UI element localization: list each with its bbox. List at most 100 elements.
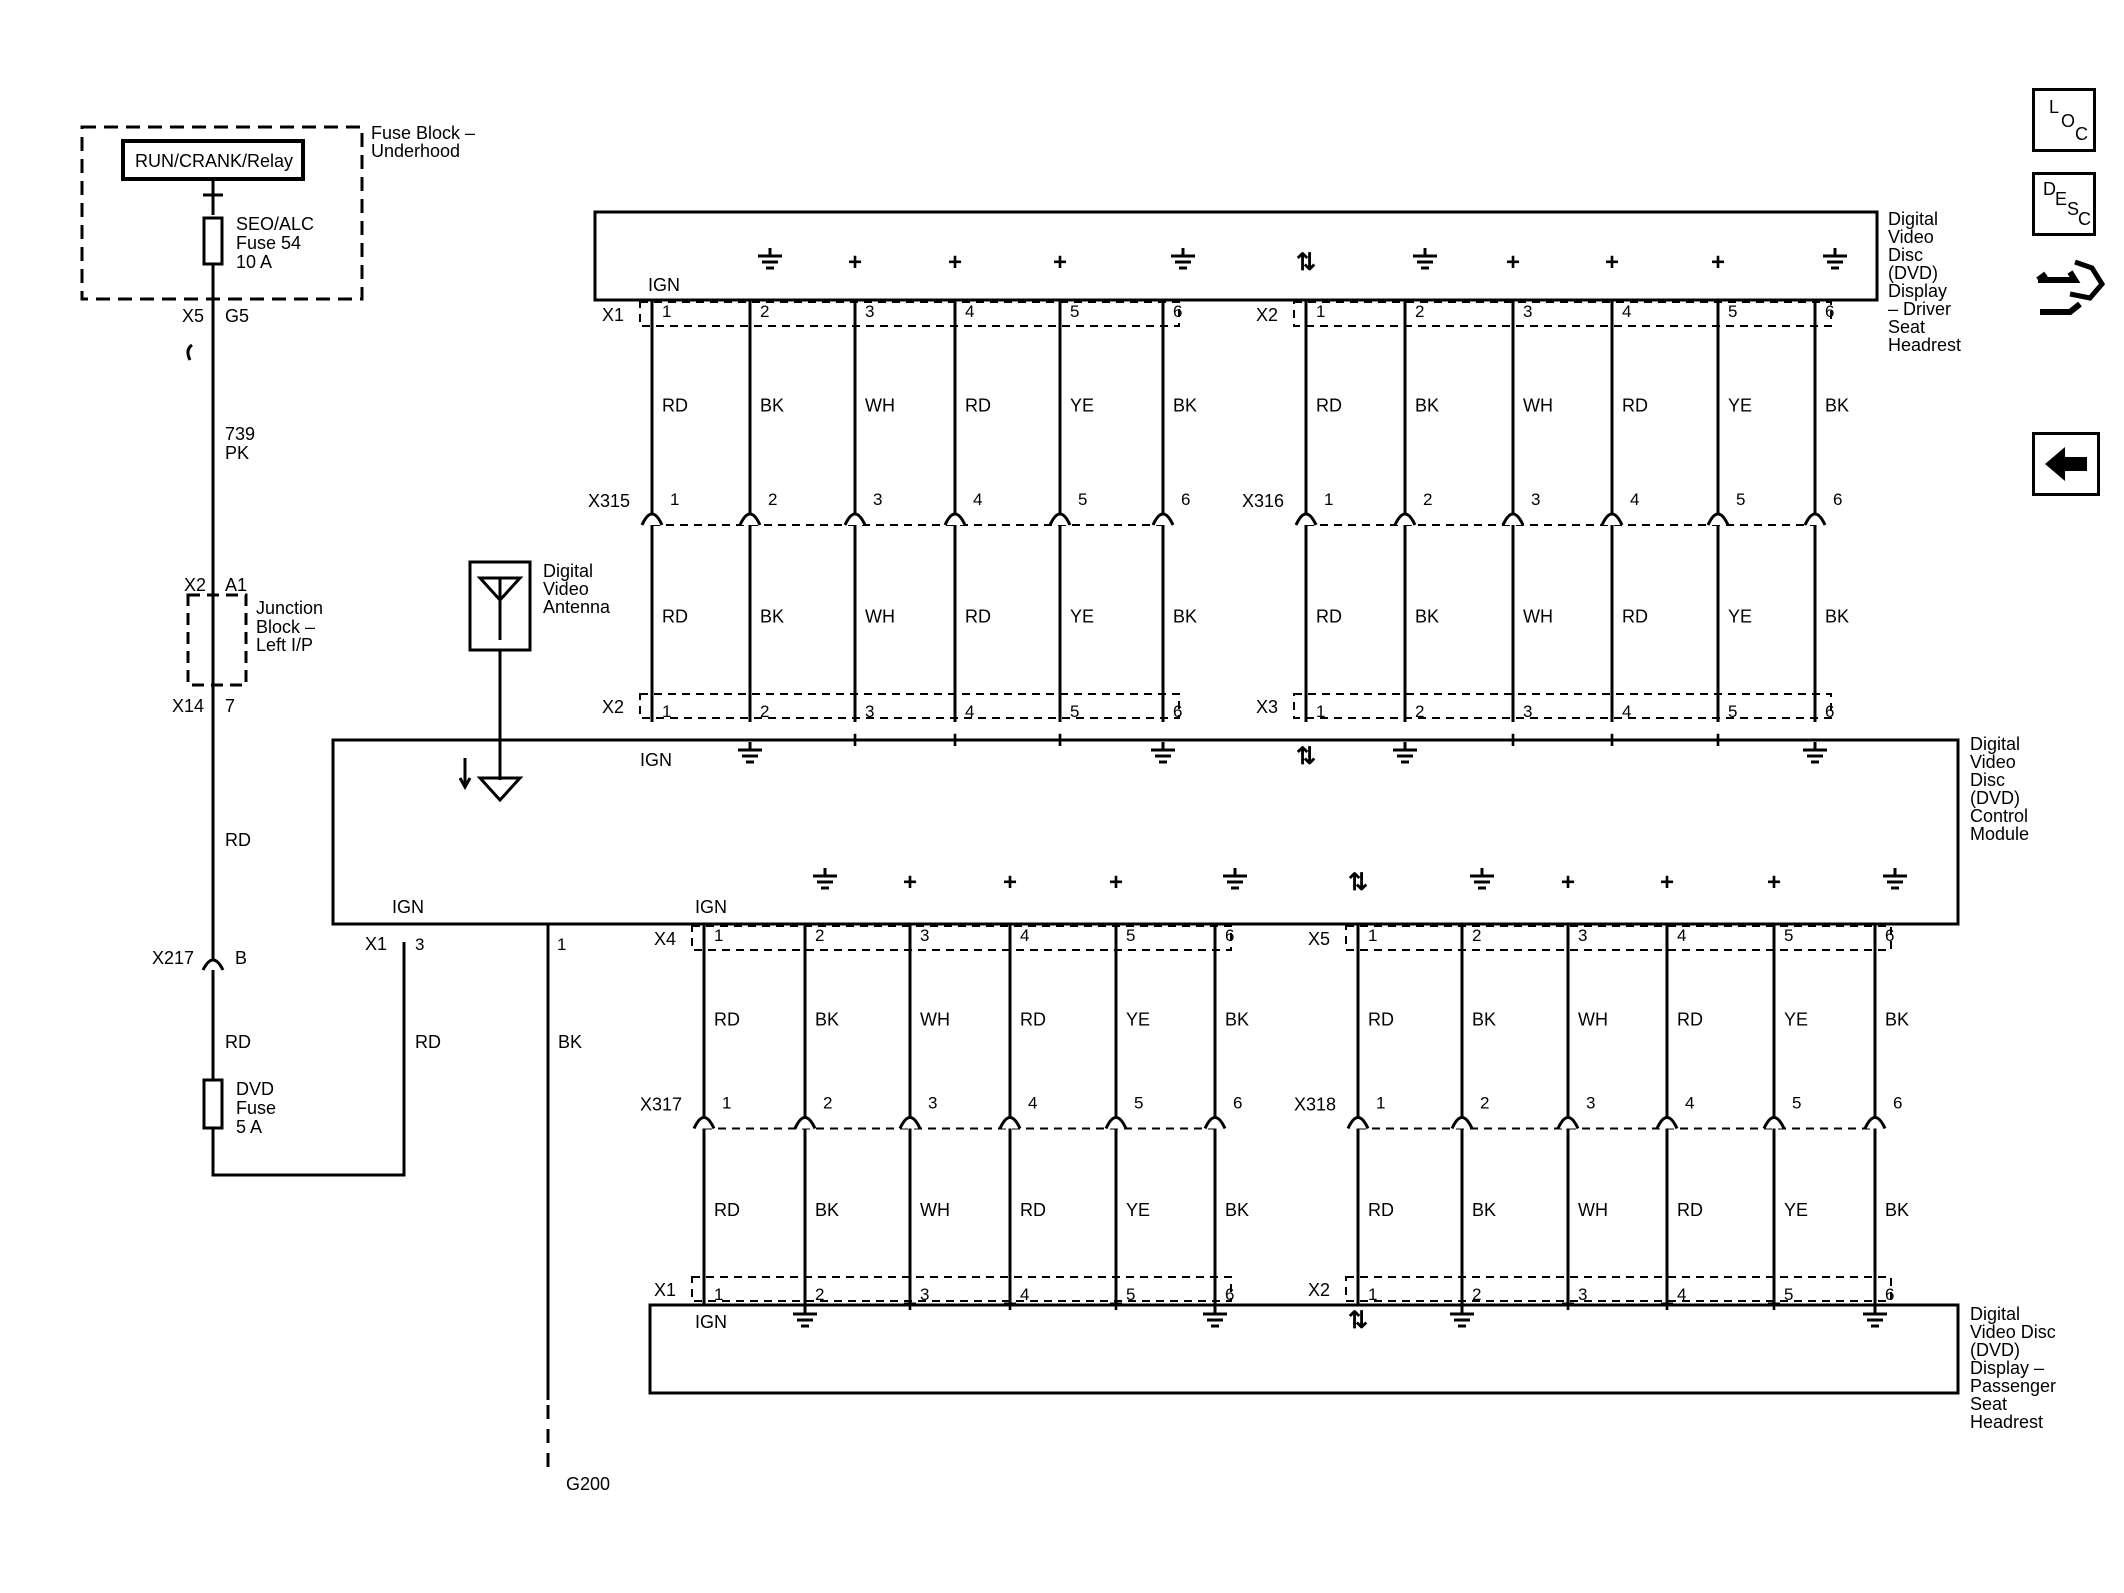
pin-inline-lower-a-1: 1 <box>722 1094 731 1113</box>
ground-sym-bot-lower-a-2 <box>793 1306 817 1328</box>
wire-color-upper-lower-a-4: RD <box>1020 1009 1046 1029</box>
driver-ign: IGN <box>648 275 680 295</box>
ground-sym-bot-upper-b-2 <box>1393 742 1417 764</box>
pin-top-lower-b-5: 5 <box>1784 926 1793 945</box>
plus-sym-top-upper-b-3: + <box>1506 249 1520 276</box>
pin-top-lower-a-6: 6 <box>1225 926 1234 945</box>
arrow-sym-top-upper-b: ⇅ <box>1296 249 1316 276</box>
plus-sym-bot-lower-b-3: + <box>1561 1291 1575 1318</box>
inline-terminal-upper-a-3 <box>843 512 867 526</box>
wire-color-lower-lower-a-5: YE <box>1126 1200 1150 1220</box>
inline-terminal-upper-a-1 <box>640 512 664 526</box>
pin-inline-upper-b-5: 5 <box>1736 490 1745 509</box>
cm-ign-x4: IGN <box>695 897 727 917</box>
desc-button[interactable]: D E S C <box>2032 172 2096 236</box>
connector-tools-icon[interactable] <box>2030 250 2110 330</box>
inline-terminal-upper-b-1 <box>1294 512 1318 526</box>
plus-sym-bot-upper-a-4: + <box>948 727 962 754</box>
ground-sym-top-lower-b-2 <box>1470 868 1494 890</box>
desc-letter-c: C <box>2078 209 2091 229</box>
pin-bot-upper-b-4: 4 <box>1622 702 1631 721</box>
pin-inline-upper-a-5: 5 <box>1078 490 1087 509</box>
fuse-block-title-1: Fuse Block – <box>371 123 475 143</box>
conn-bar-top-lower-b <box>1345 925 1892 951</box>
pin-bot-lower-b-3: 3 <box>1578 1285 1587 1304</box>
wire-color-upper-upper-a-4: RD <box>965 396 991 416</box>
control-module-label-4: (DVD) <box>1970 788 2020 808</box>
inline-terminal-lower-a-1 <box>692 1116 716 1130</box>
pin-top-upper-b-5: 5 <box>1728 302 1737 321</box>
wire-color-upper-upper-b-2: BK <box>1415 396 1439 416</box>
pin-bot-lower-a-4: 4 <box>1020 1285 1029 1304</box>
plus-sym-top-upper-a-4: + <box>948 249 962 276</box>
relay-label: RUN/CRANK/Relay <box>135 151 293 171</box>
pin-bot-lower-b-2: 2 <box>1472 1285 1481 1304</box>
inline-terminal-upper-b-3 <box>1501 512 1525 526</box>
pin-bot-lower-a-6: 6 <box>1225 1285 1234 1304</box>
wire-color-upper-lower-b-2: BK <box>1472 1009 1496 1029</box>
wire-color-upper-lower-a-5: YE <box>1126 1009 1150 1029</box>
loc-letter-o: O <box>2061 111 2076 131</box>
back-button[interactable] <box>2032 432 2100 496</box>
loc-button[interactable]: L O C <box>2032 88 2096 152</box>
cm-x1-rd: RD <box>415 1032 441 1052</box>
wire-color-lower-lower-a-6: BK <box>1225 1200 1249 1220</box>
fuse-54-label-1: SEO/ALC <box>236 214 314 234</box>
plus-sym-top-lower-a-3: + <box>903 869 917 896</box>
wire-color-lower-lower-b-2: BK <box>1472 1200 1496 1220</box>
ground-sym-top-upper-b-2 <box>1413 248 1437 270</box>
wire-color-upper-lower-b-1: RD <box>1368 1009 1394 1029</box>
circuit-739: 739 <box>225 424 255 444</box>
driver-display-label-3: Disc <box>1888 245 1923 265</box>
pin-inline-lower-b-4: 4 <box>1685 1094 1694 1113</box>
x217-conn: X217 <box>152 948 194 968</box>
pin-top-upper-a-5: 5 <box>1070 302 1079 321</box>
fuse-block-title-2: Underhood <box>371 141 460 161</box>
conn-label-top-upper-b: X2 <box>1256 305 1278 325</box>
pin-top-upper-b-3: 3 <box>1523 302 1532 321</box>
pin-inline-lower-a-5: 5 <box>1134 1094 1143 1113</box>
wire-color-lower-upper-b-2: BK <box>1415 607 1439 627</box>
jb-title-1: Junction <box>256 598 323 618</box>
plus-sym-bot-upper-a-3: + <box>848 727 862 754</box>
conn-label-bot-lower-b: X2 <box>1308 1280 1330 1300</box>
fuse-54-label-2: Fuse 54 <box>236 233 301 253</box>
passenger-ign: IGN <box>695 1312 727 1332</box>
wire-color-lower-upper-a-2: BK <box>760 607 784 627</box>
pin-bot-upper-b-3: 3 <box>1523 702 1532 721</box>
pin-inline-upper-a-1: 1 <box>670 490 679 509</box>
pin-top-upper-b-4: 4 <box>1622 302 1631 321</box>
fuse-54-label-3: 10 A <box>236 252 272 272</box>
dvd-fuse-symbol <box>202 1078 224 1130</box>
conn-bar-bot-lower-a <box>691 1276 1232 1302</box>
pin-bot-lower-a-3: 3 <box>920 1285 929 1304</box>
pin-inline-lower-a-6: 6 <box>1233 1094 1242 1113</box>
inline-terminal-lower-a-5 <box>1104 1116 1128 1130</box>
plus-sym-top-upper-a-3: + <box>848 249 862 276</box>
inline-terminal-lower-b-4 <box>1655 1116 1679 1130</box>
inline-terminal-lower-b-2 <box>1450 1116 1474 1130</box>
wire-group: X1X2X315111RDRD222BKBK333WHWH++444RDRD++… <box>588 248 1909 1334</box>
conn-bar-top-lower-a <box>691 925 1232 951</box>
pin-top-upper-b-6: 6 <box>1825 302 1834 321</box>
pin-bot-upper-b-2: 2 <box>1415 702 1424 721</box>
pin-top-lower-b-6: 6 <box>1885 926 1894 945</box>
cm-x1-pin1: 1 <box>557 935 566 954</box>
inline-terminal-upper-b-4 <box>1600 512 1624 526</box>
wire-color-lower-upper-b-4: RD <box>1622 607 1648 627</box>
ground-sym-bot-upper-b-6 <box>1803 742 1827 764</box>
pin-inline-upper-a-2: 2 <box>768 490 777 509</box>
driver-display-box <box>593 210 1879 302</box>
inline-label-lower-a: X317 <box>640 1095 682 1115</box>
dvd-fuse-1: DVD <box>236 1079 274 1099</box>
ground-sym-top-lower-a-2 <box>813 868 837 890</box>
wire-color-lower-upper-a-3: WH <box>865 607 895 627</box>
antenna-label-1: Digital <box>543 561 593 581</box>
inline-terminal-upper-b-2 <box>1393 512 1417 526</box>
inline-label-upper-a: X315 <box>588 491 630 511</box>
pin-inline-lower-a-3: 3 <box>928 1094 937 1113</box>
pin-top-lower-a-5: 5 <box>1126 926 1135 945</box>
wire-color-lower-lower-b-1: RD <box>1368 1200 1394 1220</box>
conn-label-top-lower-b: X5 <box>1308 929 1330 949</box>
pin-bot-upper-a-3: 3 <box>865 702 874 721</box>
